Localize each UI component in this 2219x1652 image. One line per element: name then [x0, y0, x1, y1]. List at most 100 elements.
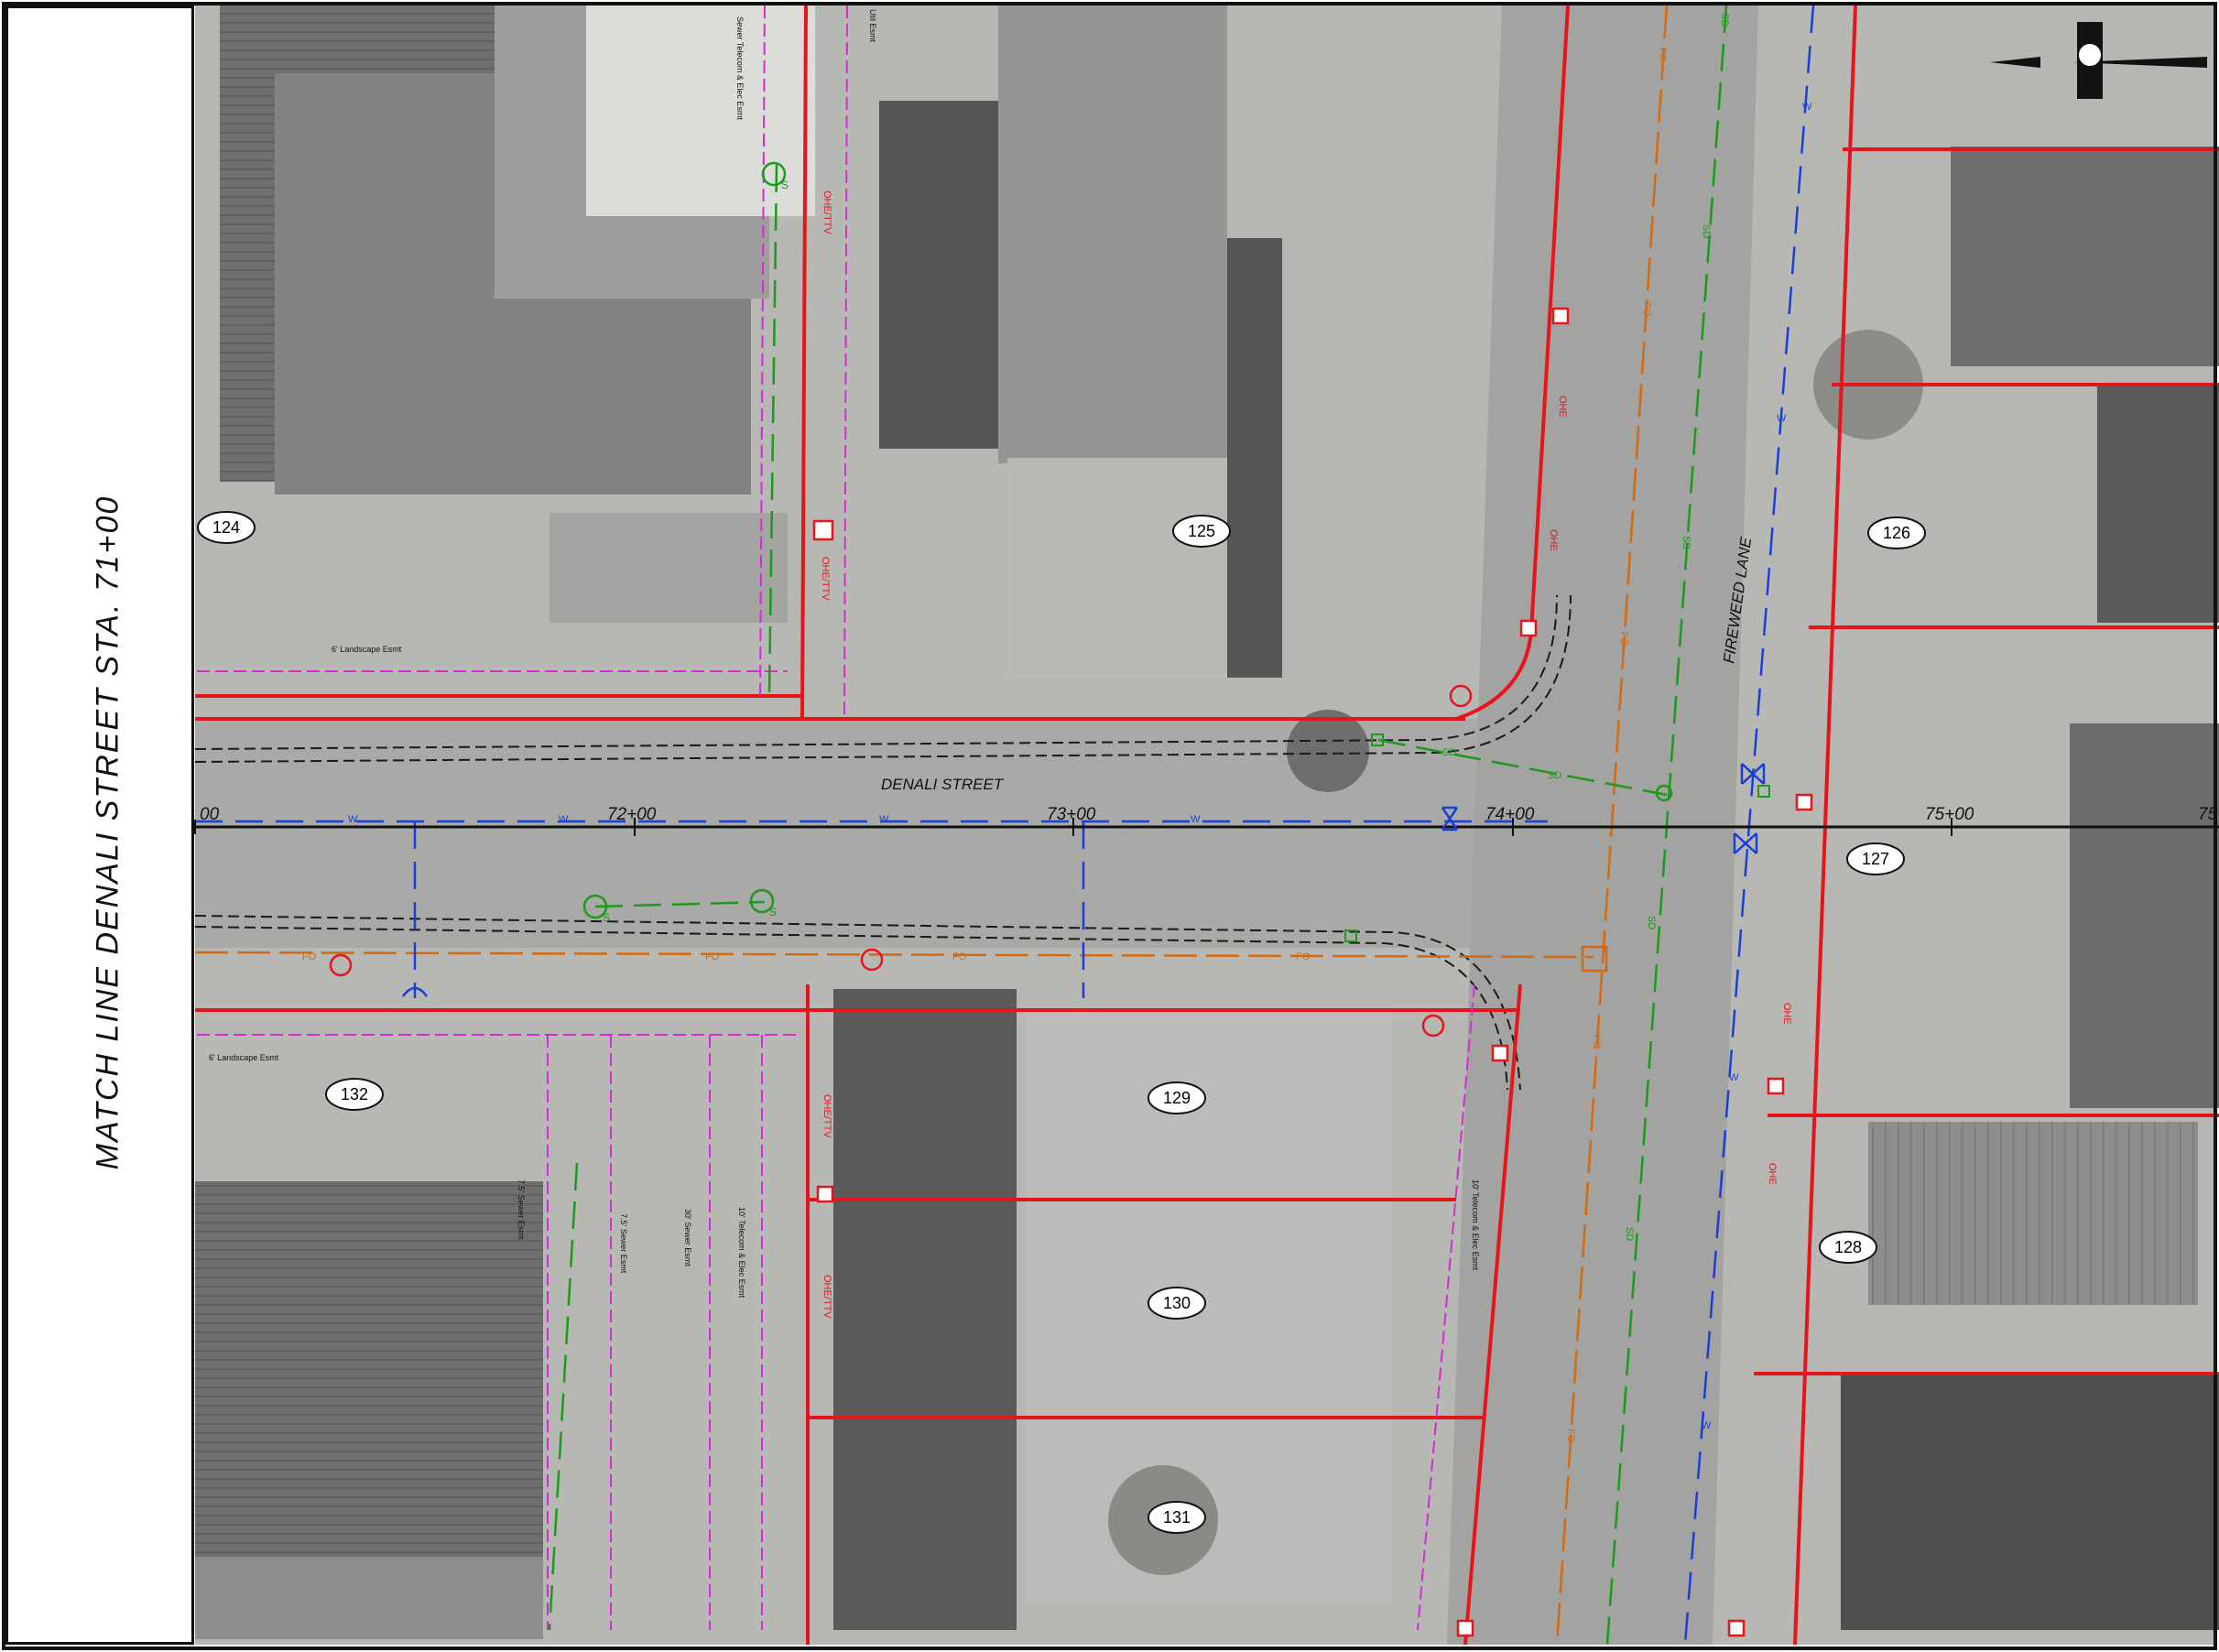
- label-sewer-telecom-top: Sewer Telecom & Elec Esmt: [735, 16, 745, 120]
- building-127: [2070, 723, 2219, 1108]
- catch-basin-icon: [1344, 929, 1357, 942]
- aerial-imagery: [195, 5, 2219, 1645]
- svg-text:130: 130: [1163, 1294, 1191, 1312]
- station-71: 00: [200, 805, 220, 824]
- utility-pole-icon: [1795, 793, 1813, 811]
- svg-text:W: W: [1729, 1072, 1739, 1083]
- label-telecom-10-b: 10' Telecom & Elec Esmt: [1471, 1179, 1480, 1271]
- label-landscape-south: 6' Landscape Esmt: [209, 1053, 279, 1062]
- building-126: [1951, 147, 2219, 366]
- parcel-132: 132: [325, 1078, 384, 1111]
- svg-text:129: 129: [1163, 1089, 1191, 1107]
- water-valve-icon: [1441, 806, 1459, 831]
- water-cap-icon: [401, 986, 429, 997]
- svg-text:FO: FO: [1565, 1429, 1576, 1443]
- fire-hydrant-icon: [1421, 1014, 1445, 1038]
- parcel-125: 125: [1172, 515, 1231, 548]
- svg-text:OHE/TTV: OHE/TTV: [821, 1094, 832, 1138]
- centerline: [194, 818, 2219, 836]
- utility-pole-icon: [1491, 1044, 1509, 1062]
- station-74: 74+00: [1485, 805, 1535, 824]
- station-76-partial: 75: [2198, 805, 2218, 824]
- manhole-icon: [761, 161, 787, 187]
- match-line-panel: MATCH LINE DENALI STREET STA. 71+00: [5, 5, 194, 1645]
- utility-line-labels: OHE/TTV OHE/TTV OHE/TTV OHE/TTV OHE OHE …: [302, 13, 1812, 1443]
- parcel-130: 130: [1148, 1287, 1206, 1320]
- parcel-127: 127: [1846, 842, 1905, 875]
- svg-text:W: W: [559, 814, 569, 825]
- building-128: [1868, 1122, 2198, 1305]
- utility-pole-icon: [1456, 1619, 1474, 1637]
- water-valve-icon: [1733, 832, 1758, 854]
- svg-text:OHE: OHE: [1767, 1163, 1778, 1185]
- svg-text:FO: FO: [1296, 951, 1311, 962]
- fire-hydrant-icon: [1449, 684, 1473, 708]
- utility-features: S S S: [329, 161, 1813, 1637]
- parcel-labels: 124 125 126 127 128 129 130 131 132: [197, 511, 1926, 1534]
- svg-text:W: W: [1191, 814, 1201, 825]
- svg-text:FO: FO: [1657, 48, 1668, 62]
- easement-lines: [197, 5, 1475, 1631]
- parcel-128: 128: [1819, 1231, 1877, 1264]
- svg-text:S: S: [781, 179, 789, 191]
- svg-text:132: 132: [341, 1085, 368, 1103]
- fiber-vault-icon: [1581, 945, 1608, 973]
- north-arrow-icon: [1990, 22, 2207, 99]
- svg-text:S: S: [603, 911, 610, 924]
- property-lines: [195, 5, 2219, 1646]
- svg-text:FO: FO: [1618, 632, 1629, 647]
- svg-text:128: 128: [1834, 1238, 1862, 1256]
- label-landscape-north: 6' Landscape Esmt: [332, 645, 402, 654]
- svg-text:OHE: OHE: [1548, 529, 1559, 551]
- label-sewer-7-5-b: 7.5' Sewer Esmt: [619, 1213, 628, 1274]
- easement-labels: 6' Landscape Esmt 6' Landscape Esmt Sewe…: [209, 9, 1480, 1299]
- svg-text:125: 125: [1188, 522, 1215, 540]
- svg-text:W: W: [879, 814, 889, 825]
- svg-text:SD: SD: [1442, 747, 1456, 758]
- parcel-129: 129: [1148, 1081, 1206, 1114]
- label-util-top: Util Esmt: [868, 9, 877, 42]
- svg-text:FO: FO: [1591, 1035, 1602, 1049]
- station-73: 73+00: [1047, 805, 1096, 824]
- svg-text:FO: FO: [952, 951, 967, 962]
- label-sewer-7-5-a: 7.5' Sewer Esmt: [517, 1179, 526, 1240]
- svg-text:127: 127: [1862, 850, 1889, 868]
- svg-text:OHE/TTV: OHE/TTV: [821, 190, 832, 234]
- svg-text:W: W: [348, 814, 358, 825]
- fire-hydrant-icon: [860, 948, 884, 972]
- svg-text:SD: SD: [1701, 224, 1712, 238]
- svg-text:124: 124: [212, 518, 240, 537]
- svg-text:OHE/TTV: OHE/TTV: [820, 557, 831, 601]
- manhole-icon: [582, 894, 608, 919]
- svg-text:W: W: [1802, 102, 1812, 113]
- storm-drain-lines: [548, 5, 1728, 1646]
- svg-text:OHE: OHE: [1781, 1003, 1792, 1025]
- station-75: 75+00: [1925, 805, 1974, 824]
- svg-text:126: 126: [1883, 524, 1910, 542]
- street-name-denali: DENALI STREET: [881, 776, 1005, 793]
- manhole-icon: [1655, 784, 1673, 802]
- svg-text:W: W: [1777, 413, 1787, 424]
- catch-basin-icon: [1371, 734, 1384, 746]
- svg-text:FO: FO: [302, 951, 317, 962]
- svg-text:SD: SD: [1681, 536, 1691, 549]
- svg-text:OHE/TTV: OHE/TTV: [821, 1275, 832, 1319]
- manhole-icon: [749, 888, 775, 914]
- utility-pole-icon: [1767, 1077, 1785, 1095]
- catch-basin-icon: [1757, 785, 1770, 798]
- label-telecom-10-a: 10' Telecom & Elec Esmt: [737, 1207, 746, 1299]
- svg-text:W: W: [1702, 1420, 1712, 1431]
- svg-text:131: 131: [1163, 1508, 1191, 1527]
- svg-text:SD: SD: [1548, 770, 1561, 781]
- svg-text:FO: FO: [1641, 302, 1652, 317]
- svg-text:SD: SD: [1646, 916, 1657, 929]
- svg-text:OHE: OHE: [1557, 396, 1568, 418]
- utility-pole-icon: [1727, 1619, 1746, 1637]
- building-132: [195, 1181, 543, 1566]
- svg-text:SD: SD: [1624, 1227, 1635, 1241]
- building-129-131: [833, 989, 1017, 1630]
- utility-pole-icon: [816, 1185, 834, 1203]
- fire-hydrant-icon: [329, 953, 353, 977]
